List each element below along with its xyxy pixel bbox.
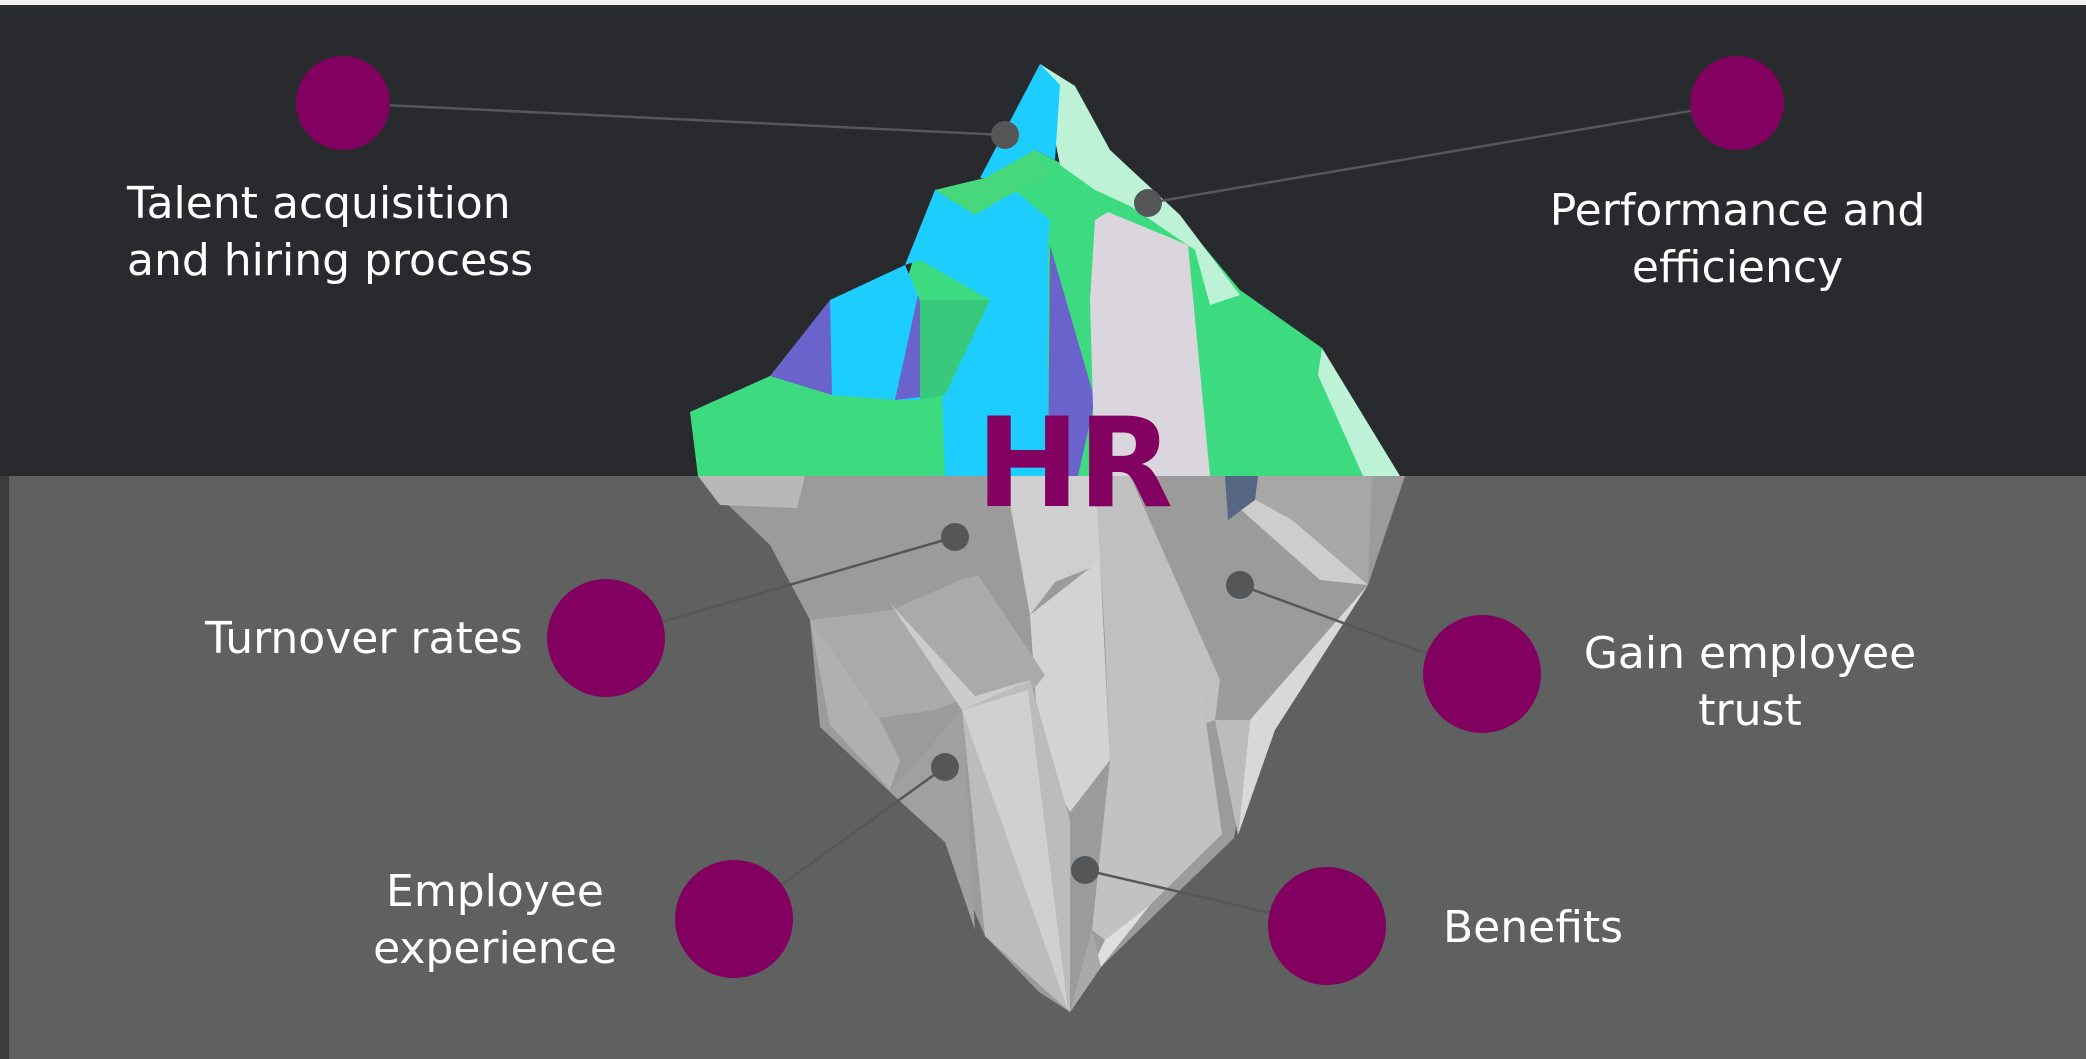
anchor-dot-performance	[1134, 189, 1162, 217]
circle-talent	[296, 56, 390, 150]
iceberg-title: HR	[976, 392, 1173, 536]
label-benefits: Benefits	[1443, 902, 1624, 953]
circle-benefits	[1268, 867, 1386, 985]
label-turnover-rates: Turnover rates	[205, 613, 523, 664]
circle-turnover	[547, 579, 665, 697]
circle-performance	[1690, 56, 1784, 150]
left-edge-strip	[0, 476, 9, 1059]
circle-trust	[1423, 615, 1541, 733]
anchor-dots	[931, 121, 1254, 884]
circle-experience	[675, 860, 793, 978]
anchor-dot-benefits	[1071, 856, 1099, 884]
anchor-dot-turnover	[941, 523, 969, 551]
anchor-dot-talent	[991, 121, 1019, 149]
anchor-dot-experience	[931, 753, 959, 781]
label-gain-employee-trust: Gain employee trust	[1583, 628, 1917, 736]
connector-turnover	[605, 535, 956, 640]
label-performance-efficiency: Performance and efficiency	[1549, 185, 1926, 293]
iceberg-underwater	[698, 476, 1405, 1012]
accent-circles	[296, 56, 1784, 985]
connector-performance	[1147, 101, 1738, 205]
label-employee-experience: Employee experience	[373, 866, 617, 974]
iceberg-above-water	[690, 64, 1400, 476]
connector-talent	[342, 101, 1006, 137]
anchor-dot-trust	[1226, 571, 1254, 599]
label-talent-acquisition: Talent acquisition and hiring process	[127, 178, 534, 286]
